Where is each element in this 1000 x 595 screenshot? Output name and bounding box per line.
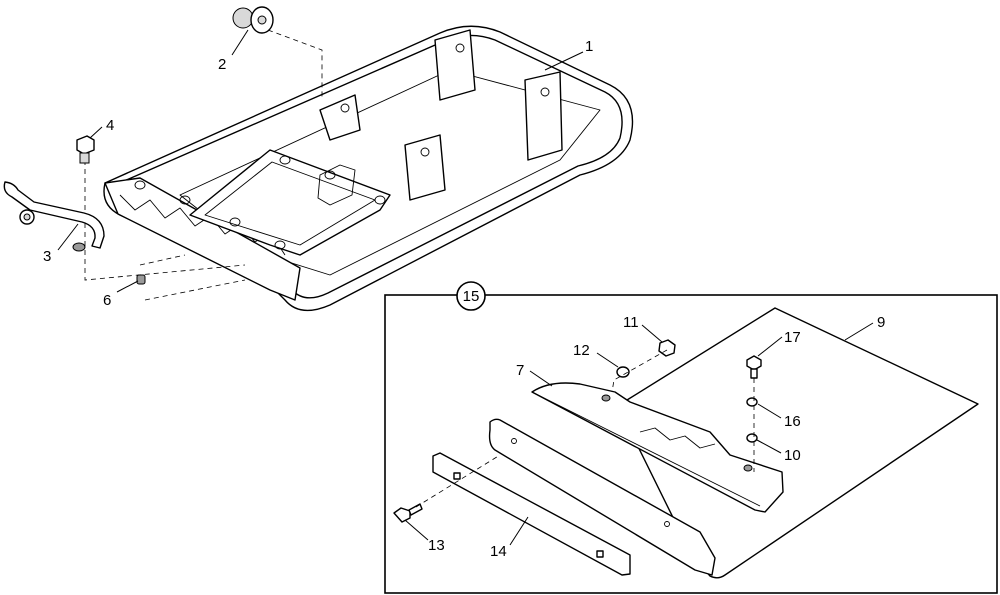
leader-9 <box>844 322 874 341</box>
callout-1: 1 <box>585 38 593 55</box>
leader-16 <box>757 403 782 419</box>
washer-part-12 <box>616 366 630 378</box>
callout-16: 16 <box>784 413 801 430</box>
leader-6 <box>116 280 139 293</box>
callout-17: 17 <box>784 329 801 346</box>
nut-part-11 <box>658 339 676 357</box>
leader-4 <box>89 126 103 139</box>
leader-12 <box>596 352 619 368</box>
callout-11: 11 <box>623 314 639 331</box>
washer-part-16 <box>746 397 758 407</box>
leader-11 <box>641 324 663 343</box>
dipstick-tube-part <box>3 181 105 252</box>
callout-2: 2 <box>218 56 226 73</box>
rail-strip-part <box>531 382 784 513</box>
flat-bar-part <box>432 452 631 576</box>
callout-7: 7 <box>516 362 524 379</box>
screw-part-6 <box>136 274 146 285</box>
callout-4: 4 <box>106 117 114 134</box>
drain-plug-part <box>232 6 274 34</box>
callout-12: 12 <box>573 342 590 359</box>
leader-17 <box>757 336 783 357</box>
callout-14: 14 <box>490 543 507 560</box>
leader-3 <box>57 223 79 251</box>
kit-frame-15 <box>384 294 998 594</box>
callout-9: 9 <box>877 314 885 331</box>
screw-part-13 <box>393 503 423 523</box>
callout-6: 6 <box>103 292 111 309</box>
bolt-part-17 <box>746 355 762 379</box>
callout-10: 10 <box>784 447 801 464</box>
leader-10 <box>756 439 782 454</box>
leader-14 <box>509 516 529 546</box>
kit-number-circle <box>456 281 486 311</box>
callout-15: 15 <box>463 288 480 305</box>
callout-13: 13 <box>428 537 445 554</box>
bolt-part-4 <box>76 135 95 164</box>
oil-pan-part <box>103 25 634 312</box>
leader-7 <box>529 370 553 387</box>
washer-part-10 <box>746 433 758 443</box>
leader-1 <box>544 51 584 71</box>
side-bracket-part <box>488 418 716 576</box>
leader-13 <box>404 519 429 541</box>
leader-2 <box>231 29 249 56</box>
callout-3: 3 <box>43 248 51 265</box>
